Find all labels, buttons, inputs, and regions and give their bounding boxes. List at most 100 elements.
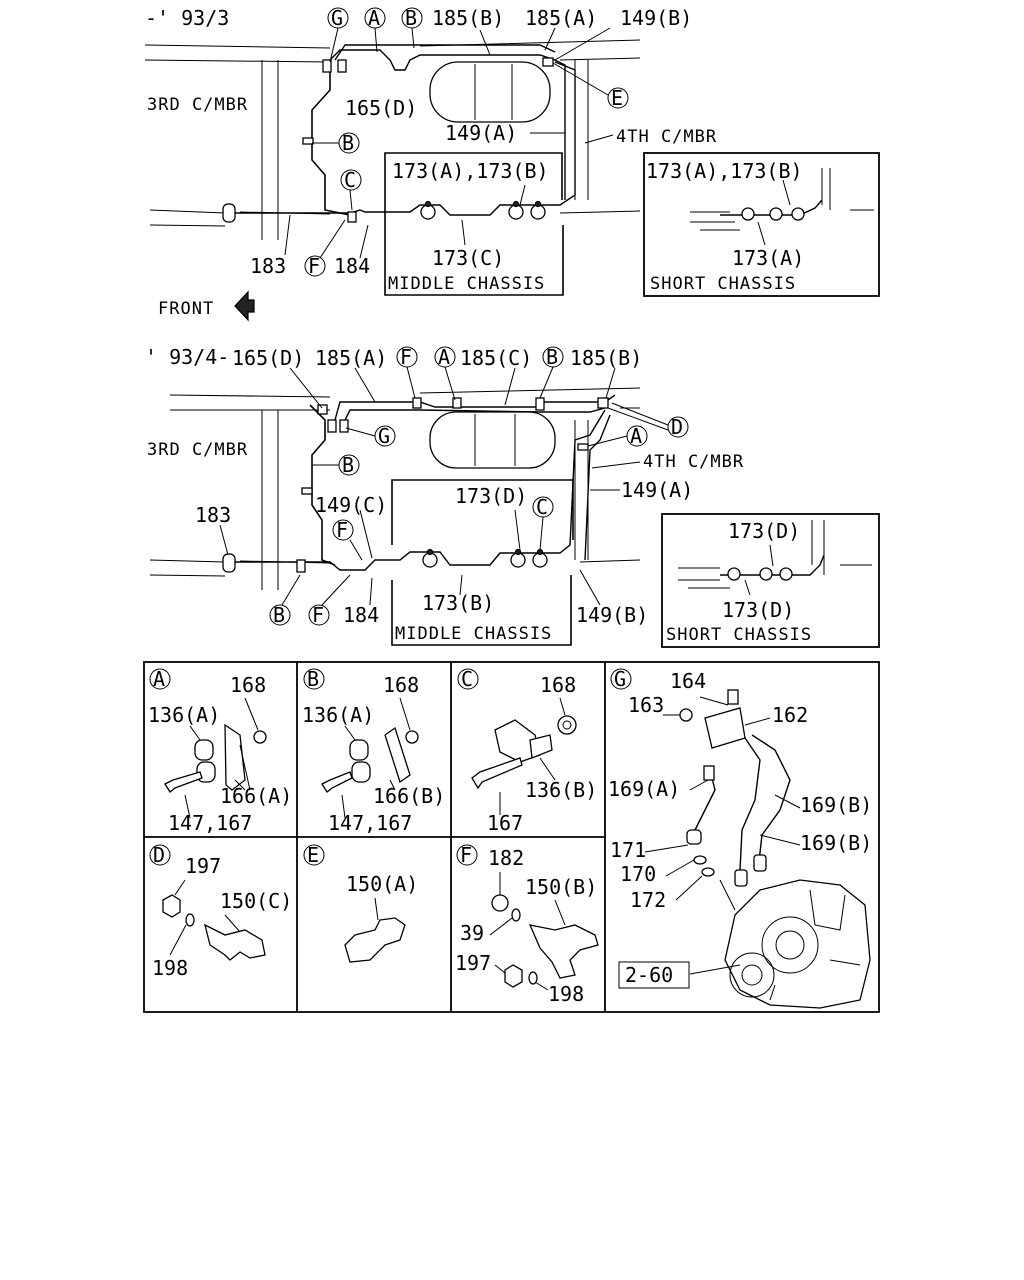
svg-text:G: G [331, 6, 343, 30]
bottom-fitting-f [412, 397, 422, 409]
bottom-label-185c: 185(C) [460, 346, 532, 370]
bottom-fitting-165d [317, 404, 328, 415]
bottom-clip-a [577, 443, 589, 451]
detail-g-fitting-lower-a [734, 869, 748, 887]
svg-text:C: C [344, 168, 356, 192]
detail-g-hose-169b-inner [751, 734, 791, 871]
detail-f-label-182: 182 [488, 846, 524, 870]
detail-d-label-197: 197 [185, 854, 221, 878]
bottom-short-chassis-inset: 173(D) 173(D) SHORT CHASSIS [661, 513, 880, 648]
top-fitting-g [322, 59, 347, 73]
detail-g-label-169a: 169(A) [608, 777, 680, 801]
top-label-183: 183 [250, 254, 286, 278]
detail-a-bolt [164, 771, 203, 793]
bottom-label-4th-crossmember: 4TH C/MBR [643, 452, 744, 472]
front-label: FRONT [158, 299, 214, 319]
top-callout-a: A [364, 6, 386, 30]
svg-text:D: D [671, 415, 683, 439]
top-fitting-183 [222, 203, 236, 223]
top-crossmember-3rd [311, 60, 351, 216]
detail-g-bolt-164 [727, 689, 739, 705]
detail-b-label-168: 168 [383, 673, 419, 697]
bottom-frame-rail-upper [169, 387, 641, 411]
svg-text:B: B [342, 453, 354, 477]
detail-b-letter: B [303, 667, 325, 691]
top-valve-173a [508, 200, 524, 220]
detail-f-label-39: 39 [460, 921, 484, 945]
top-label-3rd-crossmember: 3RD C/MBR [147, 95, 248, 115]
detail-g-bracket-162 [704, 707, 746, 749]
bottom-crossmember-lines [261, 410, 589, 590]
detail-g-fitting-lower-b [753, 854, 767, 872]
top-crossmember-lines [261, 60, 589, 240]
detail-f: F 182 150(B) 39 197 198 [455, 843, 599, 1006]
top-diagram: -' 93/3 [144, 6, 880, 297]
detail-g-label-171: 171 [610, 838, 646, 862]
detail-a-letter: A [149, 667, 171, 691]
top-leader-lines [284, 27, 614, 259]
detail-c-label-168: 168 [540, 673, 576, 697]
bottom-label-183: 183 [195, 503, 231, 527]
bottom-callout-f-mid: F [332, 518, 354, 542]
detail-c-nut-168 [557, 715, 577, 735]
bottom-valve-173d-a [510, 548, 526, 568]
detail-b: B 168 136(A) 166(B) 147,167 [302, 667, 445, 835]
top-callout-b: B [401, 6, 423, 30]
svg-text:E: E [611, 86, 623, 110]
top-short-chassis-inset: 173(A),173(B) 173(A) SHORT CHASSIS [643, 152, 880, 297]
top-callout-c: C [340, 168, 362, 192]
detail-f-label-197: 197 [455, 951, 491, 975]
detail-a-label-136a: 136(A) [148, 703, 220, 727]
detail-c-tab [529, 734, 553, 759]
bottom-period-label: ' 93/4- [145, 345, 229, 369]
top-short-label-173ab: 173(A),173(B) [646, 159, 803, 183]
top-label-173c: 173(C) [432, 246, 504, 270]
bottom-callout-b-lower: B [269, 603, 291, 627]
bottom-leader-lines [219, 366, 669, 606]
top-clip-b [302, 137, 314, 145]
detail-d-nut-197 [162, 894, 181, 918]
top-pipe-185-upper [334, 44, 556, 61]
bottom-label-173b: 173(B) [422, 591, 494, 615]
top-label-185a: 185(A) [525, 6, 597, 30]
bottom-label-165d: 165(D) [232, 346, 304, 370]
svg-text:B: B [307, 667, 319, 691]
detail-b-label-166b: 166(B) [373, 784, 445, 808]
bottom-pipe-185-lower [344, 407, 606, 421]
bottom-callout-c: C [532, 495, 554, 519]
top-short-chassis-caption: SHORT CHASSIS [650, 274, 796, 294]
bottom-clip-b-lower [296, 559, 306, 573]
top-callout-e: E [607, 86, 629, 110]
detail-d-label-198: 198 [152, 956, 188, 980]
bottom-label-185a: 185(A) [315, 346, 387, 370]
detail-g-washer-172 [701, 867, 715, 877]
detail-b-clamp-lower [351, 761, 371, 783]
svg-text:G: G [614, 667, 626, 691]
detail-a: A 168 136(A) 166(A) 147,167 [148, 667, 292, 835]
bottom-fitting-d [597, 397, 609, 409]
svg-text:C: C [461, 667, 473, 691]
front-arrow-icon [234, 290, 255, 322]
top-valve-173b [530, 200, 546, 220]
bottom-short-label-173d-bottom: 173(D) [722, 598, 794, 622]
detail-g-label-172: 172 [630, 888, 666, 912]
detail-e: E 150(A) [303, 843, 418, 963]
svg-text:F: F [312, 603, 324, 627]
bottom-callout-a-top: A [434, 345, 456, 369]
detail-g-hose-169b-outer [739, 737, 761, 871]
detail-a-label-147-167: 147,167 [168, 811, 252, 835]
svg-text:A: A [153, 667, 165, 691]
detail-c-letter: C [457, 667, 479, 691]
detail-g-ref-label: 2-60 [625, 963, 673, 987]
bottom-label-173d: 173(D) [455, 484, 527, 508]
detail-d-tee-fitting [204, 923, 266, 961]
svg-text:A: A [630, 424, 642, 448]
bottom-valve-173d-b [532, 548, 548, 568]
detail-g-label-169b-upper: 169(B) [800, 793, 872, 817]
bottom-pipe-149-outer [584, 414, 611, 561]
bottom-diagram: ' 93/4- [145, 345, 880, 648]
bottom-label-184: 184 [343, 603, 379, 627]
bottom-fitting-g [327, 419, 349, 433]
bottom-clip-b-top [535, 397, 545, 411]
detail-g-letter: G [610, 667, 632, 691]
